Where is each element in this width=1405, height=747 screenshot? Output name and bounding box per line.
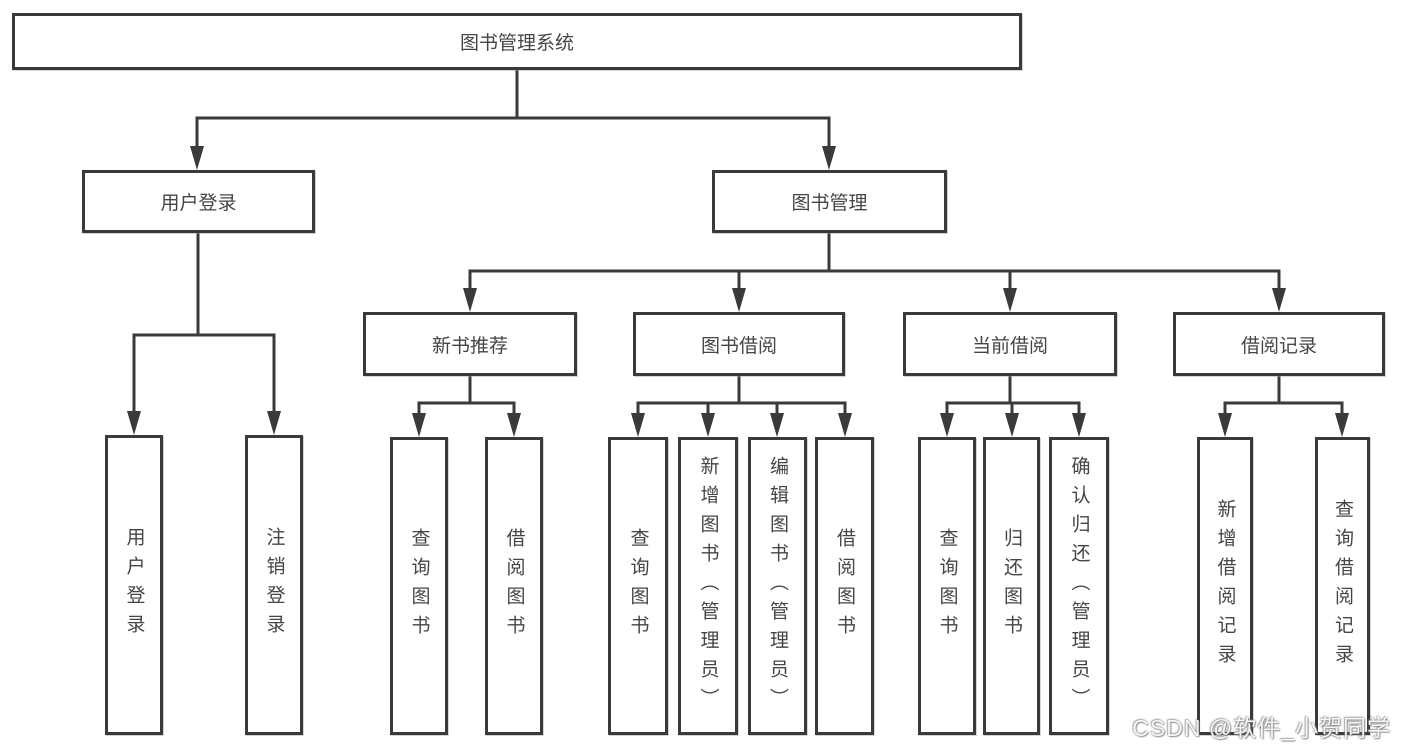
leaf-borrow-add-books-admin: 新增图书（管理员） xyxy=(678,437,738,735)
leaf-logout: 注销登录 xyxy=(245,435,303,735)
leaf-records-query-record: 查询借阅记录 xyxy=(1315,437,1370,735)
leaf-borrow-borrow-books: 借阅图书 xyxy=(815,437,874,735)
arrowhead-icons xyxy=(127,146,1349,437)
node-new-book-recommend: 新书推荐 xyxy=(363,312,577,376)
node-book-management: 图书管理 xyxy=(712,170,947,233)
node-book-borrow: 图书借阅 xyxy=(633,312,845,376)
leaf-current-return-books: 归还图书 xyxy=(983,437,1040,735)
leaf-newbook-borrow-books: 借阅图书 xyxy=(485,437,543,735)
leaf-current-confirm-return-admin: 确认归还（管理员） xyxy=(1049,437,1109,735)
leaf-user-login: 用户登录 xyxy=(105,435,163,735)
leaf-borrow-edit-books-admin: 编辑图书（管理员） xyxy=(748,437,807,735)
leaf-borrow-query-books: 查询图书 xyxy=(608,437,668,735)
leaf-newbook-query-books: 查询图书 xyxy=(390,437,448,735)
node-user-login: 用户登录 xyxy=(82,170,315,233)
node-current-borrow: 当前借阅 xyxy=(903,312,1117,376)
leaf-current-query-books: 查询图书 xyxy=(918,437,976,735)
node-borrow-records: 借阅记录 xyxy=(1173,312,1385,376)
csdn-watermark: CSDN @软件_小贺同学 xyxy=(1132,715,1391,741)
node-root-system: 图书管理系统 xyxy=(12,13,1022,70)
leaf-records-add-record: 新增借阅记录 xyxy=(1197,437,1253,735)
